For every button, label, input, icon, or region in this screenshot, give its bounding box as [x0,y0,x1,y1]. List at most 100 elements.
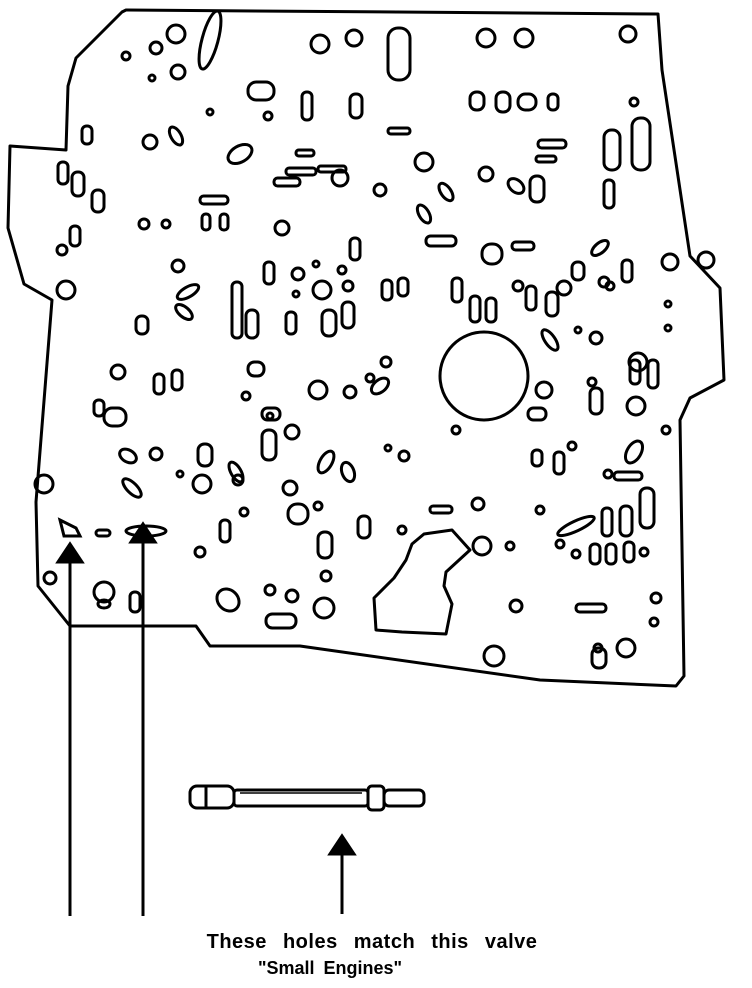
plate-hole-round [265,411,275,421]
plate-hole-slot [196,442,214,468]
plate-hole-round [588,330,604,346]
plate-hole-slot [380,278,394,302]
plate-hole-slot [450,276,464,304]
plate-hole-slot [316,530,334,560]
plate-hole-slot [128,590,142,614]
plate-hole-slot [316,164,348,174]
plate-hole-oblique [369,376,391,396]
large-center-hole [438,330,530,422]
plate-hole-round [482,644,506,668]
plate-hole-round [165,23,187,45]
plate-hole-slot [218,212,230,232]
plate-hole-round [336,264,348,276]
plate-hole-slot [544,290,560,318]
plate-hole-round [615,637,637,659]
plate-hole-oblique [437,181,455,203]
plate-hole-round [137,217,151,231]
plate-hole-oblique [339,460,357,484]
plate-hole-slot [246,360,266,378]
plate-hole-slot [468,294,482,324]
plate-hole-slot [620,258,634,284]
plate-hole-slot [588,542,602,566]
plate-hole-slot [386,126,412,136]
plate-hole-round [290,266,306,282]
plate-hole-slot [630,116,652,172]
plate-hole-slot [530,448,544,468]
plate-hole-round [602,468,614,480]
plate-hole-round [92,580,116,604]
plate-hole-round [638,546,650,558]
lower-cutout [372,528,472,636]
plate-hole-round [238,506,250,518]
plate-hole-slot [200,212,212,232]
plate-hole-oblique [121,477,143,499]
plate-hole-round [566,440,578,452]
plate-hole-round [477,165,495,183]
plate-hole-round [148,40,164,56]
plate-hole-round [379,355,393,369]
plate-hole-slot [260,428,278,462]
plate-hole-round [330,168,350,188]
plate-hole-oblique [227,460,245,484]
plate-hole-round [628,96,640,108]
plate-hole-oblique [623,439,645,465]
plate-hole-oblique [415,203,433,225]
plate-hole-slot [480,242,504,266]
plate-hole-slot [528,174,546,204]
plate-hole-round [281,479,299,497]
plate-hole-slot [56,160,70,186]
plate-hole-round [696,250,716,270]
plate-hole-round [604,280,616,292]
plate-hole-slot [356,514,372,540]
plate-hole-slot [618,504,634,538]
plate-hole-round [240,390,252,402]
plate-hole-round [273,219,291,237]
plate-hole-round [205,107,215,117]
plate-hole-round [312,500,324,512]
plate-hole-slot [468,90,486,112]
plate-hole-round [311,259,321,269]
plate-hole-slot [386,26,412,82]
plate-hole-slot [526,406,548,422]
plate-hole-oblique [506,177,526,195]
plate-hole-slot [516,92,538,112]
plate-hole-round [160,218,172,230]
plate-hole-slot [170,368,184,392]
plate-hole-round [450,424,462,436]
plate-hole-oblique [175,283,201,301]
plate-hole-round [413,151,435,173]
plate-hole-slot [602,178,616,210]
plate-hole-oblique [197,9,223,71]
plate-hole-round [660,424,672,436]
plate-hole-round [625,395,647,417]
plate-hole-round [344,28,364,48]
plate-hole-slot [198,194,230,206]
plate-hole-round [663,299,673,309]
plate-hole-round [147,73,157,83]
plate-hole-slot [524,284,538,312]
plate-hole-oblique [540,328,560,352]
plate-hole-round [508,598,524,614]
plate-hole-slot [218,518,232,544]
plate-hole-round [312,596,336,620]
separator-plate-outline [6,8,726,688]
plate-hole-oblique [590,239,610,257]
plate-hole-round [307,379,329,401]
plate-hole-round [284,588,300,604]
plate-hole-round [648,616,660,628]
plate-hole-slot [272,176,302,188]
plate-hole-slot [396,276,410,298]
plate-hole-round [191,473,213,495]
plate-hole-slot [424,234,458,248]
plate-hole-round [175,469,185,479]
plate-hole-slot [300,90,314,122]
plate-hole-slot [320,308,338,338]
plate-hole-slot [230,280,244,340]
plate-hole-round [511,279,525,293]
valve-body-separator-plate-diagram [6,8,726,916]
caption-line-1: These holes match this valve [206,931,538,953]
plate-hole-slot [612,470,644,482]
plate-hole-slot [638,486,656,530]
plate-hole-round [470,496,486,512]
plate-hole-slot [628,358,642,386]
